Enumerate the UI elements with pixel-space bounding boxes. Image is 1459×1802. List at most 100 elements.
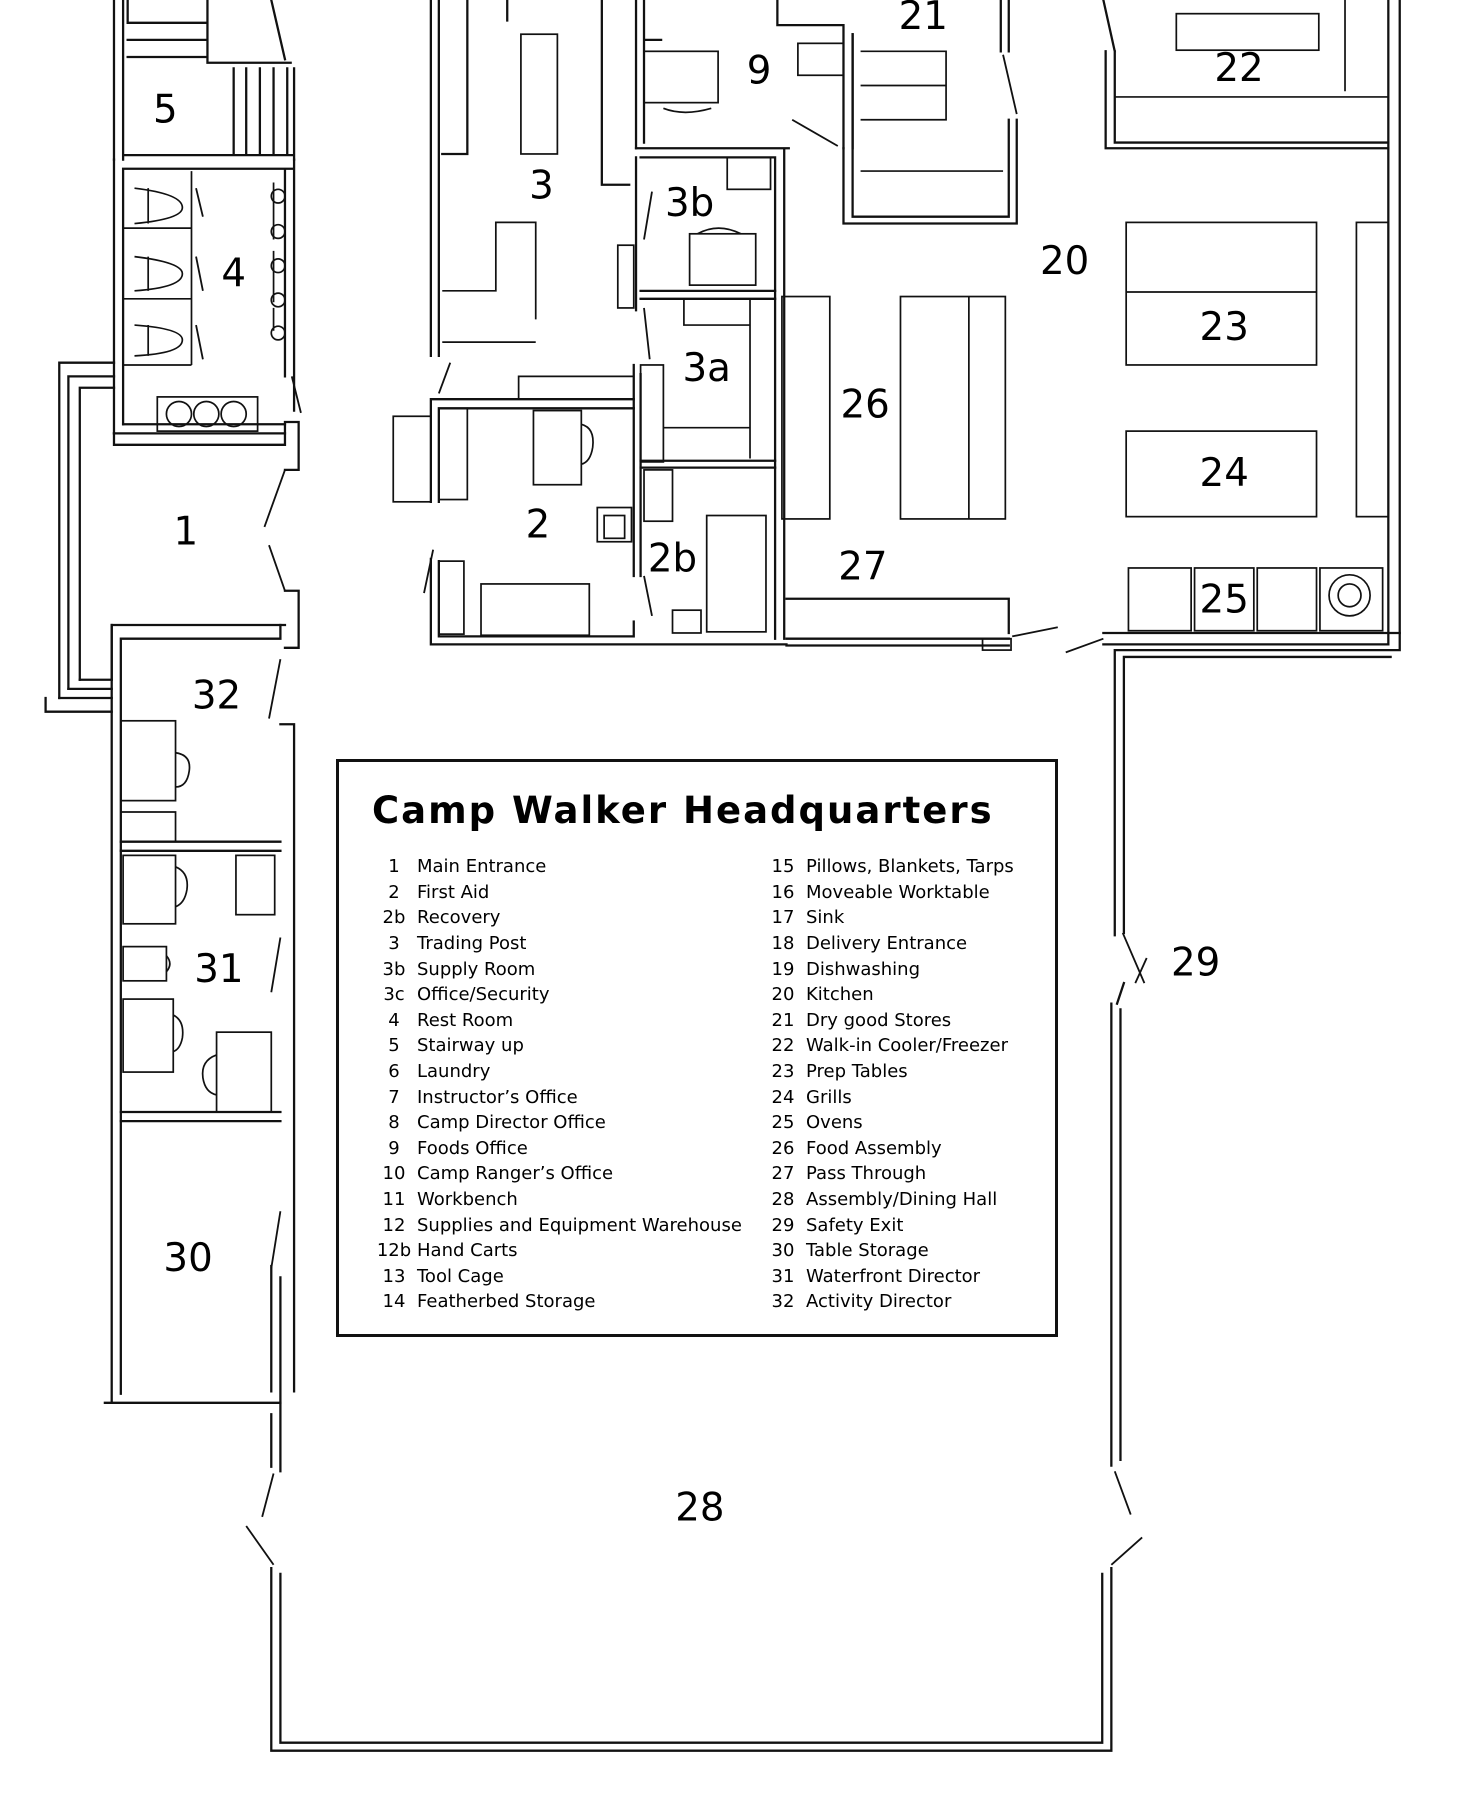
legend-label: Foods Office bbox=[417, 1137, 528, 1159]
legend-key: 1 bbox=[388, 856, 400, 878]
legend-label: First Aid bbox=[417, 881, 490, 903]
legend-key: 28 bbox=[771, 1189, 795, 1211]
legend-label: Pass Through bbox=[806, 1163, 927, 1185]
activity-director-32 bbox=[110, 623, 296, 1404]
legend-label: Walk-in Cooler/Freezer bbox=[806, 1035, 1008, 1057]
legend-item: 3c Office/Security bbox=[373, 982, 742, 1008]
legend-label: Kitchen bbox=[806, 984, 874, 1006]
legend-key: 2 bbox=[388, 881, 400, 903]
legend-key: 29 bbox=[771, 1214, 795, 1236]
legend-key: 23 bbox=[771, 1061, 795, 1083]
first-aid-2 bbox=[392, 363, 788, 646]
legend-label: Assembly/Dining Hall bbox=[806, 1189, 998, 1211]
legend-key: 8 bbox=[388, 1112, 400, 1134]
room-label-23: 23 bbox=[1200, 305, 1249, 350]
ovens-25 bbox=[1102, 567, 1401, 646]
legend-key: 3c bbox=[383, 984, 405, 1006]
legend-label: Prep Tables bbox=[806, 1061, 908, 1083]
table-storage-30 bbox=[103, 1211, 282, 1404]
legend-label: Supply Room bbox=[417, 958, 536, 980]
legend-title: Camp Walker Headquarters bbox=[372, 789, 994, 832]
legend-key: 16 bbox=[771, 881, 795, 903]
legend-key: 31 bbox=[771, 1265, 795, 1287]
legend-item: 30 Table Storage bbox=[762, 1238, 1014, 1264]
legend-item: 14 Featherbed Storage bbox=[373, 1289, 742, 1315]
legend-label: Hand Carts bbox=[417, 1240, 518, 1262]
prep-tables-23 bbox=[1125, 221, 1390, 518]
legend-item: 19 Dishwashing bbox=[762, 956, 1014, 982]
grills-24 bbox=[1125, 430, 1318, 518]
legend-item: 8 Camp Director Office bbox=[373, 1110, 742, 1136]
legend-item: 27 Pass Through bbox=[762, 1161, 1014, 1187]
dining-hall-28 bbox=[245, 648, 1401, 1752]
legend-label: Dry good Stores bbox=[806, 1009, 952, 1031]
legend-key: 27 bbox=[771, 1163, 795, 1185]
room-label-2: 2 bbox=[526, 502, 551, 547]
legend-label: Office/Security bbox=[417, 984, 550, 1006]
trading-post-3 bbox=[429, 0, 631, 394]
supply-rooms-3a-3b bbox=[616, 147, 790, 640]
main-entrance-1 bbox=[44, 361, 300, 713]
legend-label: Ovens bbox=[806, 1112, 863, 1134]
legend-label: Supplies and Equipment Warehouse bbox=[417, 1214, 742, 1236]
legend-label: Camp Director Office bbox=[417, 1112, 606, 1134]
room-label-29: 29 bbox=[1171, 940, 1220, 985]
legend-key: 10 bbox=[382, 1163, 406, 1185]
legend-key: 19 bbox=[771, 958, 795, 980]
legend-label: Recovery bbox=[417, 907, 501, 929]
foods-office-9 bbox=[634, 0, 854, 150]
legend-label: Moveable Worktable bbox=[806, 881, 990, 903]
room-label-28: 28 bbox=[675, 1486, 724, 1531]
legend-label: Rest Room bbox=[417, 1009, 514, 1031]
legend-key: 14 bbox=[382, 1291, 406, 1313]
legend-key: 22 bbox=[771, 1035, 795, 1057]
room-label-3b: 3b bbox=[665, 181, 714, 226]
legend-label: Table Storage bbox=[806, 1240, 929, 1262]
legend-label: Food Assembly bbox=[806, 1137, 942, 1159]
legend-item: 24 Grills bbox=[762, 1084, 1014, 1110]
legend-key: 5 bbox=[388, 1035, 400, 1057]
legend-key: 4 bbox=[388, 1009, 400, 1031]
pass-through-27 bbox=[785, 597, 1104, 654]
room-label-5: 5 bbox=[153, 87, 178, 132]
room-label-22: 22 bbox=[1214, 46, 1263, 91]
room-label-2b: 2b bbox=[648, 537, 697, 582]
legend-label: Grills bbox=[806, 1086, 852, 1108]
legend-key: 24 bbox=[771, 1086, 795, 1108]
legend-key: 20 bbox=[771, 984, 795, 1006]
room-label-3a: 3a bbox=[683, 346, 731, 391]
room-label-24: 24 bbox=[1200, 451, 1249, 496]
room-label-27: 27 bbox=[838, 545, 887, 590]
legend-item: 4 Rest Room bbox=[373, 1008, 742, 1034]
legend-label: Dishwashing bbox=[806, 958, 921, 980]
room-label-25: 25 bbox=[1200, 578, 1249, 623]
room-label-4: 4 bbox=[221, 251, 246, 296]
room-label-20: 20 bbox=[1040, 239, 1089, 284]
legend-key: 15 bbox=[771, 856, 795, 878]
room-label-31: 31 bbox=[194, 947, 243, 992]
legend-key: 30 bbox=[771, 1240, 795, 1262]
legend-key: 18 bbox=[771, 933, 795, 955]
legend-key: 11 bbox=[382, 1189, 406, 1211]
walk-in-cooler-22 bbox=[1102, 0, 1401, 649]
legend-key: 3 bbox=[388, 933, 400, 955]
stairway-5 bbox=[112, 0, 296, 161]
legend-label: Featherbed Storage bbox=[417, 1291, 596, 1313]
legend-key: 12b bbox=[376, 1240, 412, 1262]
